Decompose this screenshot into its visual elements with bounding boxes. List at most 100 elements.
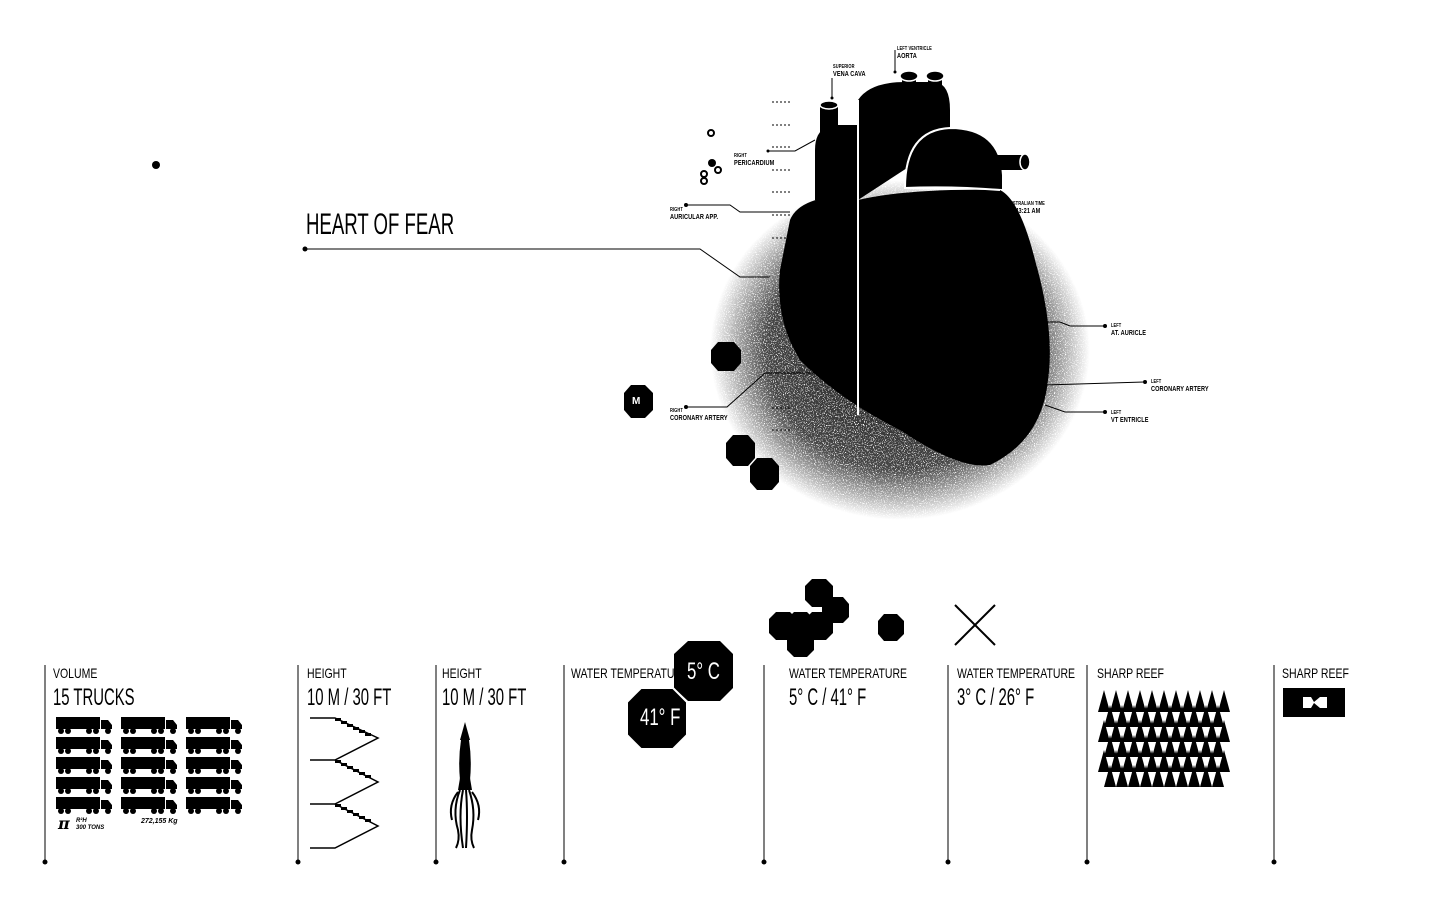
reef-triangle — [1212, 705, 1224, 727]
reef-triangle — [1194, 690, 1206, 712]
col-1-tons: 300 TONS — [76, 825, 105, 831]
crossed-surfboards-icon — [954, 604, 996, 646]
reef-triangle — [1188, 765, 1200, 787]
reef-triangle — [1134, 720, 1146, 742]
page-title: HEART OF FEAR — [306, 208, 455, 241]
label-pericardium-main: PERICARDIUM — [734, 160, 775, 167]
stair-step — [347, 810, 353, 813]
label-svc: SUPERIOR VENA CAVA — [833, 63, 866, 79]
reef-triangle — [1152, 705, 1164, 727]
reef-triangle — [1098, 750, 1110, 772]
stair-step — [341, 763, 347, 766]
reef-triangle — [1206, 690, 1218, 712]
dash-guides — [772, 101, 792, 431]
reef-triangle — [1170, 750, 1182, 772]
label-time-main: 08:43:21 AM — [1007, 208, 1041, 215]
reef-triangle — [1212, 765, 1224, 787]
stair-step — [353, 813, 359, 816]
reef-triangle — [1122, 720, 1134, 742]
badge-m: M — [632, 396, 641, 407]
stair-step — [335, 760, 341, 763]
reef-triangle — [1128, 765, 1140, 787]
reef-triangle — [1218, 690, 1230, 712]
stair-step — [359, 816, 365, 819]
truck-icon — [186, 797, 242, 814]
reef-triangle — [1200, 735, 1212, 757]
bullet-dot — [152, 161, 160, 169]
reef-triangle — [1098, 720, 1110, 742]
reef-triangle — [1116, 765, 1128, 787]
stair-step — [341, 807, 347, 810]
col-3-value: 10 M / 30 FT — [442, 684, 527, 711]
col-6-title: WATER TEMPERATURE — [957, 665, 1076, 681]
truck-icon — [186, 737, 242, 754]
col-2-value: 10 M / 30 FT — [307, 684, 392, 711]
stair-step — [335, 804, 341, 807]
pi-symbol: π — [57, 814, 70, 833]
stair-step — [347, 724, 353, 727]
reef-triangles-icon — [1098, 690, 1230, 787]
truck-icon — [186, 717, 242, 734]
label-left-coronary-small: LEFT — [1151, 379, 1162, 385]
truck-icon — [121, 757, 177, 774]
label-left-auricle-small: LEFT — [1111, 323, 1122, 329]
reef-triangle — [1146, 690, 1158, 712]
reef-triangle — [1164, 735, 1176, 757]
label-left-coronary: LEFT CORONARY ARTERY — [1151, 378, 1209, 394]
column-lines — [44, 665, 1275, 862]
reef-triangle — [1170, 720, 1182, 742]
stair-step — [365, 775, 371, 778]
label-svc-main: VENA CAVA — [833, 71, 866, 78]
title-leader-dot — [302, 246, 308, 252]
col-8-title: SHARP REEF — [1282, 665, 1349, 681]
reef-triangle — [1122, 750, 1134, 772]
reef-triangle — [1182, 720, 1194, 742]
reef-triangle — [1182, 750, 1194, 772]
label-auricular-small: RIGHT — [670, 207, 683, 213]
col-2-title: HEIGHT — [307, 665, 347, 681]
stair-steps — [335, 718, 371, 822]
reef-triangle — [1146, 720, 1158, 742]
reef-triangle — [1212, 735, 1224, 757]
stair-step — [353, 727, 359, 730]
label-left-ventricle-main: VT ENTRICLE — [1111, 417, 1149, 424]
stair-step — [335, 718, 341, 721]
truck-icon — [56, 777, 112, 794]
reef-triangle — [1218, 750, 1230, 772]
reef-triangle — [1104, 735, 1116, 757]
col-1-formula: R²H — [76, 818, 87, 824]
truck-icon — [56, 737, 112, 754]
label-pericardium: RIGHT PERICARDIUM — [734, 152, 774, 168]
col-3-title: HEIGHT — [442, 665, 482, 681]
label-left-auricle-main: AT. AURICLE — [1111, 330, 1147, 337]
column-end-dots — [42, 859, 1277, 865]
truck-icon — [121, 717, 177, 734]
stair-step — [365, 819, 371, 822]
label-aorta-main: AORTA — [897, 53, 917, 60]
truck-icon — [186, 757, 242, 774]
reef-triangle — [1134, 750, 1146, 772]
octagon-41f — [626, 687, 688, 750]
reef-triangle — [1152, 735, 1164, 757]
reef-triangle — [1182, 690, 1194, 712]
reef-triangle — [1200, 705, 1212, 727]
col-4-oct2: 41° F — [640, 704, 681, 731]
truck-icon — [121, 777, 177, 794]
col-1-title: VOLUME — [53, 665, 98, 681]
reef-triangle — [1110, 690, 1122, 712]
col-5-value: 5° C / 41° F — [789, 684, 867, 711]
reef-triangle — [1194, 720, 1206, 742]
stair-step — [341, 721, 347, 724]
label-auricular-main: AURICULAR APP. — [670, 214, 719, 221]
label-left-ventricle: LEFT VT ENTRICLE — [1111, 409, 1149, 425]
label-left-ventricle-small: LEFT — [1111, 410, 1122, 416]
label-svc-small: SUPERIOR — [833, 64, 855, 70]
reef-triangle — [1110, 720, 1122, 742]
reef-triangle — [1104, 705, 1116, 727]
truck-icon — [56, 717, 112, 734]
reef-triangle — [1176, 735, 1188, 757]
reef-triangle — [1152, 765, 1164, 787]
truck-icon — [56, 757, 112, 774]
